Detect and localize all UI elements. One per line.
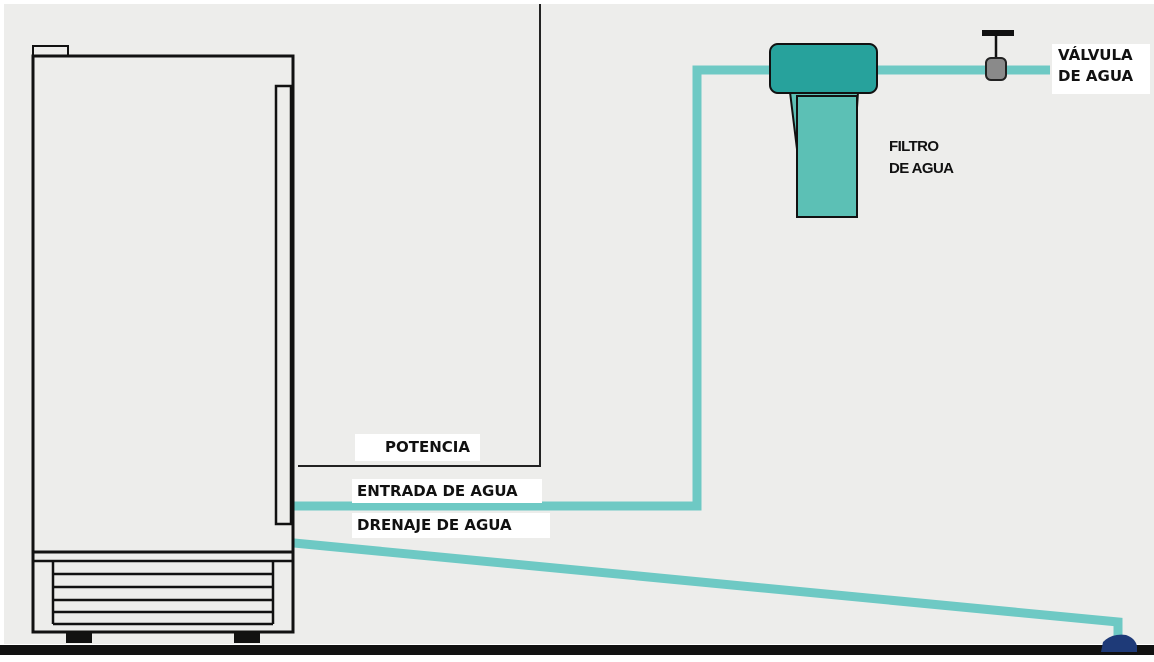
water-valve-icon [982,30,1014,81]
label-water-filter: FILTRO DE AGUA [889,136,954,180]
drain-cap-icon [1101,634,1137,652]
label-water-filter-line1: FILTRO [889,138,939,155]
label-water-filter-line2: DE AGUA [889,160,954,177]
label-water-valve: VÁLVULA DE AGUA [1052,44,1150,94]
label-water-inlet: ENTRADA DE AGUA [352,479,542,503]
ice-maker-cabinet [31,45,295,634]
power-cable [298,4,541,467]
label-power: POTENCIA [355,434,480,461]
cabinet-foot-right [234,632,260,643]
cabinet-foot-left [66,632,92,643]
cabinet-door [274,84,293,526]
water-filter-icon [769,43,878,218]
water-drain-pipe [293,538,1123,640]
label-water-valve-line1: VÁLVULA [1058,46,1133,64]
label-water-valve-line2: DE AGUA [1058,67,1134,85]
label-water-drain: DRENAJE DE AGUA [352,513,550,538]
